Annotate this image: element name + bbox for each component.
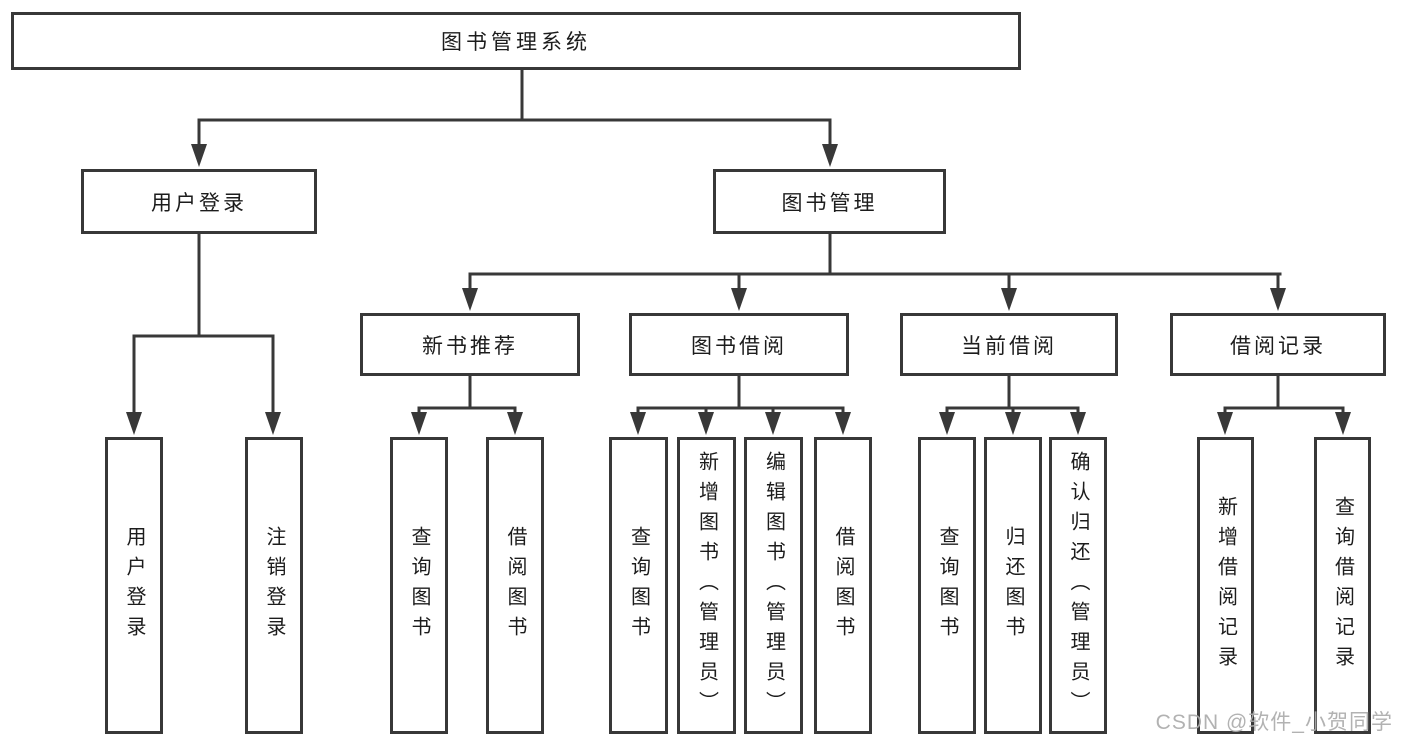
node-book-borrow: 图书借阅 xyxy=(629,313,849,376)
leaf-user-login: 用户登录 xyxy=(105,437,163,734)
node-root-label: 图书管理系统 xyxy=(441,31,591,54)
leaf-cb-return-books-label: 归还图书 xyxy=(1002,525,1024,646)
arrowheads xyxy=(126,144,1351,435)
leaf-logout: 注销登录 xyxy=(245,437,303,734)
leaf-br-query-record-label: 查询借阅记录 xyxy=(1331,495,1354,676)
node-root: 图书管理系统 xyxy=(11,12,1021,70)
node-user-login: 用户登录 xyxy=(81,169,317,234)
node-user-login-label: 用户登录 xyxy=(151,191,247,215)
leaf-nb-query-books-label: 查询图书 xyxy=(408,525,430,646)
leaf-nb-borrow-books-label: 借阅图书 xyxy=(504,525,526,646)
node-book-management-label: 图书管理 xyxy=(781,191,878,215)
leaf-logout-label: 注销登录 xyxy=(263,525,285,646)
leaf-br-query-record: 查询借阅记录 xyxy=(1314,437,1371,734)
leaf-nb-borrow-books: 借阅图书 xyxy=(486,437,544,734)
leaf-cb-return-books: 归还图书 xyxy=(984,437,1042,734)
leaf-bb-add-books-admin-label: 新增图书（管理员） xyxy=(695,450,718,721)
leaf-bb-edit-books-admin-label: 编辑图书（管理员） xyxy=(762,450,785,721)
leaf-bb-edit-books-admin: 编辑图书（管理员） xyxy=(744,437,803,734)
node-borrow-records-label: 借阅记录 xyxy=(1230,334,1326,358)
leaf-bb-add-books-admin: 新增图书（管理员） xyxy=(677,437,736,734)
node-book-management: 图书管理 xyxy=(713,169,946,234)
leaf-cb-query-books-label: 查询图书 xyxy=(936,525,958,646)
leaf-cb-confirm-return-admin-label: 确认归还（管理员） xyxy=(1067,450,1089,721)
leaf-bb-query-books: 查询图书 xyxy=(609,437,668,734)
leaf-br-add-record-label: 新增借阅记录 xyxy=(1214,495,1237,676)
leaf-bb-borrow-books-label: 借阅图书 xyxy=(832,525,854,646)
node-current-borrow: 当前借阅 xyxy=(900,313,1118,376)
leaf-cb-query-books: 查询图书 xyxy=(918,437,976,734)
node-current-borrow-label: 当前借阅 xyxy=(961,334,1057,358)
leaf-bb-borrow-books: 借阅图书 xyxy=(814,437,872,734)
leaf-user-login-label: 用户登录 xyxy=(123,525,145,646)
leaf-bb-query-books-label: 查询图书 xyxy=(627,525,650,646)
leaf-cb-confirm-return-admin: 确认归还（管理员） xyxy=(1049,437,1107,734)
leaf-nb-query-books: 查询图书 xyxy=(390,437,448,734)
leaf-br-add-record: 新增借阅记录 xyxy=(1197,437,1254,734)
node-borrow-records: 借阅记录 xyxy=(1170,313,1386,376)
node-new-book-recommend: 新书推荐 xyxy=(360,313,580,376)
watermark-text: CSDN @软件_小贺同学 xyxy=(1155,711,1393,734)
node-book-borrow-label: 图书借阅 xyxy=(691,334,787,358)
node-new-book-recommend-label: 新书推荐 xyxy=(422,334,518,358)
